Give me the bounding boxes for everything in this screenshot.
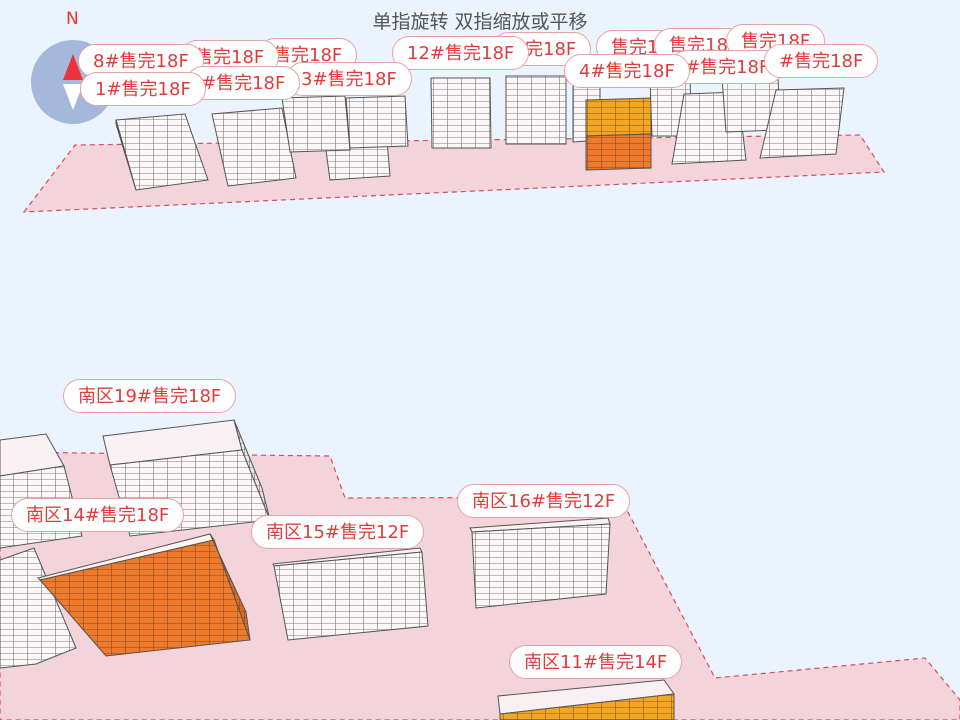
building-south-16[interactable] [469, 517, 611, 609]
label-south-11[interactable]: 南区11#售完14F [509, 645, 683, 679]
gesture-hint: 单指旋转 双指缩放或平移 [372, 11, 588, 33]
label-south-15[interactable]: 南区15#售完12F [251, 515, 425, 549]
building-mid-1[interactable] [281, 95, 351, 153]
building-north-right-4[interactable] [759, 87, 845, 159]
label-north[interactable]: 1#售完18F [80, 72, 206, 106]
label-south-16[interactable]: 南区16#售完12F [457, 484, 631, 518]
building-4-partial[interactable] [585, 97, 652, 171]
label-south-19[interactable]: 南区19#售完18F [63, 379, 237, 413]
label-north[interactable]: 3#售完18F [286, 62, 412, 96]
south-buildings [0, 419, 675, 720]
building-12[interactable] [430, 77, 492, 149]
building-2[interactable] [211, 107, 297, 187]
building-south-left-front[interactable] [0, 547, 77, 669]
label-south-14[interactable]: 南区14#售完18F [11, 498, 185, 532]
building-south-14-sold[interactable] [37, 533, 251, 657]
building-south-15[interactable] [272, 547, 429, 641]
compass-north-label: N [66, 9, 79, 29]
building-1[interactable] [115, 113, 209, 191]
building-north-center[interactable] [505, 75, 567, 145]
label-north[interactable]: 4#售完18F [564, 54, 690, 88]
north-buildings [115, 75, 845, 191]
label-north[interactable]: #售完18F [764, 44, 879, 78]
building-mid-2[interactable] [345, 95, 409, 149]
building-south-11-partial[interactable] [497, 679, 675, 720]
label-north[interactable]: 12#售完18F [392, 36, 530, 70]
